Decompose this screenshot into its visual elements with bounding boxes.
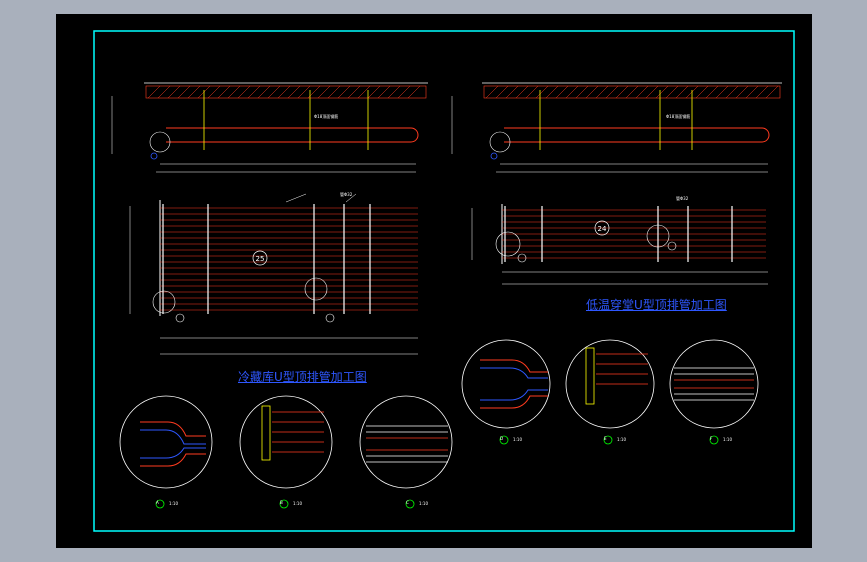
detail-b-scale: 1:10 bbox=[293, 501, 302, 506]
left-pipe-note: 管Φ32 bbox=[340, 192, 353, 197]
title-cold-storage-coil: 冷藏库U型顶排管加工图 bbox=[238, 370, 367, 384]
detail-d-letter: D bbox=[500, 436, 504, 441]
detail-callout-b bbox=[239, 395, 333, 509]
detail-b-letter: B bbox=[280, 500, 283, 505]
detail-f-letter: F bbox=[710, 436, 713, 441]
detail-a-letter: A bbox=[156, 500, 159, 505]
detail-c-letter: C bbox=[406, 500, 409, 505]
drawing-frame bbox=[93, 30, 795, 532]
left-section-note: Φ18顶面钢筋 bbox=[314, 114, 339, 119]
detail-callout-f bbox=[669, 339, 759, 445]
right-badge: 24 bbox=[598, 225, 607, 233]
detail-callout-a bbox=[119, 395, 213, 509]
detail-e-scale: 1:10 bbox=[617, 437, 626, 442]
cad-drawing-canvas: 25 bbox=[56, 14, 812, 548]
right-plan-coil: 24 bbox=[471, 204, 768, 285]
left-badge: 25 bbox=[256, 255, 265, 263]
detail-callout-d bbox=[461, 339, 551, 445]
detail-d-scale: 1:10 bbox=[513, 437, 522, 442]
title-corridor-coil: 低温穿堂U型顶排管加工图 bbox=[586, 298, 727, 312]
detail-a-scale: 1:10 bbox=[169, 501, 178, 506]
detail-c-scale: 1:10 bbox=[419, 501, 428, 506]
right-section-note: Φ18顶面钢筋 bbox=[666, 114, 691, 119]
detail-callout-c bbox=[359, 395, 453, 509]
detail-f-scale: 1:10 bbox=[723, 437, 732, 442]
drawing-svg: 25 bbox=[93, 30, 795, 532]
right-section-elevation bbox=[451, 82, 782, 173]
left-section-elevation bbox=[111, 82, 428, 173]
detail-e-letter: E bbox=[604, 436, 607, 441]
right-pipe-note: 管Φ32 bbox=[676, 196, 689, 201]
detail-callout-e bbox=[565, 339, 655, 445]
left-plan-coil: 25 bbox=[129, 193, 418, 355]
